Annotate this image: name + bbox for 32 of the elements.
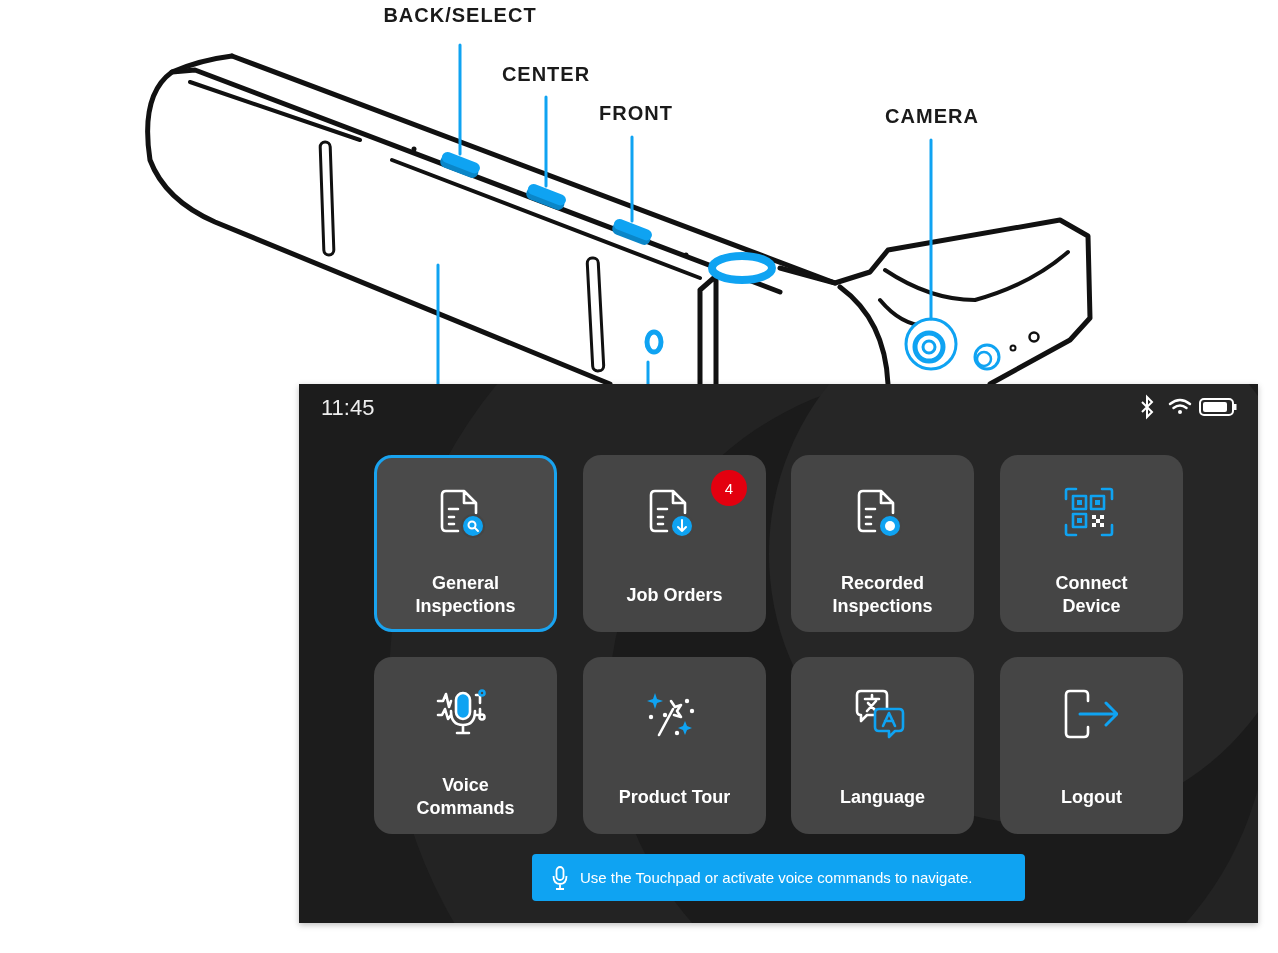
button-key	[438, 150, 482, 180]
menu-tile	[374, 455, 557, 632]
button-key	[524, 182, 568, 212]
hint-text: Use the Touchpad or activate voice commands to navigate.	[580, 869, 973, 886]
tile-label: General Inspections	[414, 572, 517, 618]
callout-label: CENTER	[501, 63, 591, 85]
menu-tile	[791, 455, 974, 632]
tile-label: Product Tour	[618, 785, 731, 809]
leader-line	[544, 95, 548, 188]
hint-banner	[532, 854, 1025, 901]
menu-tile	[791, 657, 974, 834]
menu-tile	[1000, 657, 1183, 834]
button-key	[610, 217, 654, 247]
screen-panel	[299, 384, 1258, 923]
menu-tile	[1000, 455, 1183, 632]
status-time: 11:45	[321, 395, 375, 421]
menu-tile	[583, 455, 766, 632]
tile-label: Voice Commands	[415, 774, 516, 820]
menu-tile	[583, 657, 766, 834]
tile-label: Connect Device	[1054, 572, 1129, 618]
notification-badge: 4	[711, 470, 747, 506]
tile-label: Recorded Inspections	[831, 572, 934, 618]
leader-line	[458, 43, 462, 156]
tile-label: Language	[840, 785, 925, 809]
leader-line	[630, 135, 634, 223]
callout-label: FRONT	[599, 102, 673, 124]
tile-label: Job Orders	[626, 583, 723, 607]
callout-label: CAMERA	[885, 105, 979, 127]
menu-tile	[374, 657, 557, 834]
leader-line	[929, 138, 933, 321]
tile-label: Logout	[1061, 785, 1122, 809]
callout-label: BACK/SELECT	[383, 4, 537, 26]
